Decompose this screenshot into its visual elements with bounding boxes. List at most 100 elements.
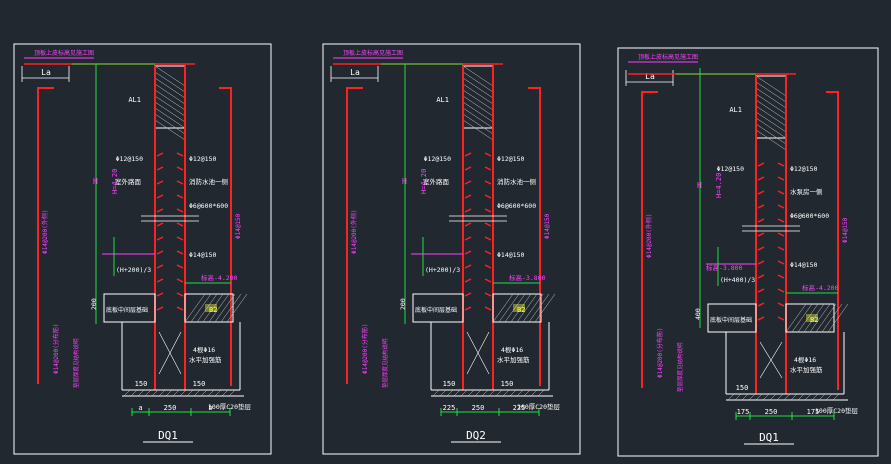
beam-hatch: [755, 87, 787, 109]
right-vertical-rebar: [528, 87, 541, 386]
height-value: H=4.20: [111, 169, 119, 194]
rebar-tick: [156, 250, 164, 255]
beam-hatch: [462, 77, 494, 99]
rebar-tick: [176, 278, 184, 283]
rebar-tick: [176, 236, 184, 241]
dim-150a: 150: [443, 380, 456, 388]
base-hatch: [502, 389, 510, 397]
beam-hatch: [154, 95, 186, 117]
beam-hatch: [462, 101, 494, 123]
concrete-note: 100厚C20垫层: [815, 406, 858, 415]
level-note: 标高-3.800: [509, 273, 546, 282]
dim-right: 225: [513, 404, 526, 412]
rebar-right-label: Φ12@150: [790, 165, 817, 173]
base-hatch: [797, 393, 805, 401]
height-mark: H: [697, 181, 702, 190]
rebar-tick: [484, 278, 492, 283]
rebar-tick: [176, 264, 184, 269]
base-hatch: [776, 393, 784, 401]
beam-hatch: [755, 81, 787, 103]
base-hatch: [193, 389, 201, 397]
rebar-tick: [757, 232, 765, 237]
spacing-note: Φ6@600*600: [790, 212, 829, 220]
dim-mid: 250: [765, 408, 778, 416]
dim-mid: 250: [472, 404, 485, 412]
rebar-tick: [176, 292, 184, 297]
room-left-label: 室外路面: [423, 177, 450, 186]
slab-hatch: [791, 303, 813, 333]
top-note: 顶板上皮标高见施工图: [638, 53, 698, 61]
rebar-tick: [757, 176, 765, 181]
base-hatch: [130, 389, 138, 397]
right-vertical-rebar: [219, 87, 232, 386]
rebar-tick: [777, 316, 785, 321]
la-label: La: [645, 72, 655, 81]
base-hatch: [186, 389, 194, 397]
footing-note-2: 水平加强筋: [790, 365, 823, 374]
base-hatch: [439, 389, 447, 397]
footing-note: 4根Φ16: [794, 355, 816, 364]
b2-marker: [806, 314, 818, 322]
dim-200: 400: [694, 308, 702, 320]
rebar-tick: [176, 306, 184, 311]
base-hatch: [741, 393, 749, 401]
waterstop-label: (H+400)/3: [720, 276, 755, 284]
slab-hatch: [815, 303, 837, 333]
slab-hatch: [196, 293, 218, 323]
base-hatch: [537, 389, 545, 397]
base-hatch: [123, 389, 131, 397]
rebar-left-label: Φ12@150: [424, 155, 451, 163]
rebar-right-label: Φ12@150: [497, 155, 524, 163]
rebar-tick: [176, 222, 184, 227]
base-note: 垫层厚度见结构说明: [381, 338, 389, 388]
rebar-tick: [757, 260, 765, 265]
rebar-tick: [156, 264, 164, 269]
rebar-tick: [484, 222, 492, 227]
rebar-tick: [156, 152, 164, 157]
beam-hatch: [154, 83, 186, 105]
base-hatch: [158, 389, 166, 397]
rebar-tick: [484, 292, 492, 297]
slab-hatch: [827, 303, 849, 333]
base-hatch: [460, 389, 468, 397]
left-vertical-label: Φ14@200(外侧): [645, 213, 653, 258]
slab-hatch: [226, 293, 248, 323]
rebar-tick: [777, 232, 785, 237]
rebar-tick: [484, 264, 492, 269]
base-hatch: [179, 389, 187, 397]
rebar-tick: [156, 236, 164, 241]
slab-hatch: [492, 293, 514, 323]
slab-hatch: [528, 293, 550, 323]
beam-hatch: [462, 95, 494, 117]
b2-label: B2: [517, 306, 525, 314]
beam-hatch: [462, 83, 494, 105]
rebar-tick: [777, 176, 785, 181]
slab-hatch: [202, 293, 224, 323]
beam-label: AL1: [436, 96, 449, 104]
base-hatch: [467, 389, 475, 397]
right-vertical-label: Φ14@150: [544, 213, 551, 239]
rebar-tick: [777, 190, 785, 195]
base-hatch: [762, 393, 770, 401]
base-hatch: [804, 393, 812, 401]
rebar-tick: [464, 292, 472, 297]
beam-hatch: [154, 101, 186, 123]
rebar-tick: [777, 204, 785, 209]
rebar-tick: [484, 208, 492, 213]
base-hatch: [481, 389, 489, 397]
room-right-label: 消防水池一侧: [189, 177, 228, 186]
rebar-tick: [757, 302, 765, 307]
beam-hatch: [154, 71, 186, 93]
rebar-tick: [757, 218, 765, 223]
rebar-tick: [777, 260, 785, 265]
rebar-tick: [777, 302, 785, 307]
rebar-tick: [464, 278, 472, 283]
base-hatch: [172, 389, 180, 397]
rebar-tick: [464, 264, 472, 269]
base-hatch: [144, 389, 152, 397]
left-vertical-rebar: [37, 87, 54, 384]
dim-mid: 250: [164, 404, 177, 412]
concrete-note: 100厚C20垫层: [517, 402, 560, 411]
